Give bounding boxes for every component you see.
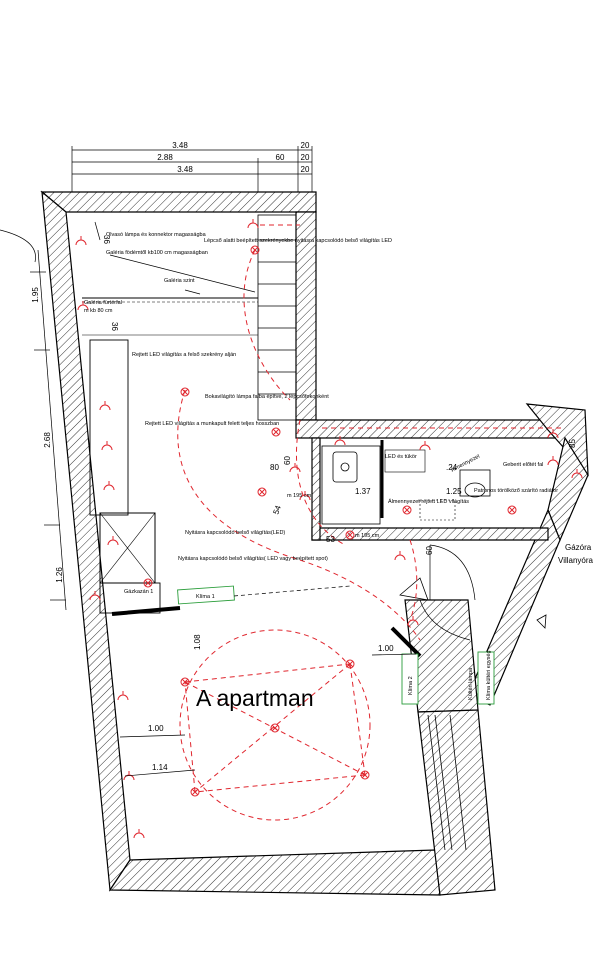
ceiling-light [180, 677, 190, 687]
note-olvaso: Olvasó lámpa és konnektor magasságba [106, 232, 207, 238]
note-galeria-fure: Galéria fürtérfal [84, 300, 122, 306]
wall-light [180, 387, 190, 397]
dim-137: 1.37 [355, 487, 371, 496]
staircase [257, 214, 297, 421]
dim-top-20c: 20 [301, 165, 310, 174]
note-klima-kulteri: Klíma kültéri egység [486, 650, 492, 700]
dim-top-20b: 20 [301, 153, 310, 162]
note-galeria-fodem: Galéria födémtől kb100 cm magasságban [106, 250, 208, 256]
light-fixtures [143, 245, 517, 797]
ceiling-light [345, 659, 355, 669]
dim-36b: 36 [110, 322, 119, 331]
dim-85: 85 [568, 439, 577, 448]
note-nyitasra2: Nyitásra kapcsolódó belső világítás( LED… [178, 556, 328, 562]
dim-top-348: 3.48 [172, 141, 188, 150]
inner-dimensions: 36 36 80 60 1.37 .24 1.25 54 53 m 195 cm… [102, 235, 577, 777]
wall-light [345, 530, 355, 540]
dim-125: 1.25 [446, 487, 462, 496]
dim-top-60: 60 [276, 153, 285, 162]
dim-left-126: 1.26 [55, 567, 64, 583]
gallery-edge [82, 297, 258, 336]
note-galeria-szint: Galéria szint [164, 278, 195, 284]
note-geberit: Geberit előtét fal [503, 462, 543, 468]
dim-m195b: m 195 cm [355, 533, 380, 539]
ceiling-light [190, 787, 200, 797]
note-patronos: Patronos törölköző szárító radiátor [474, 488, 558, 494]
walls [40, 190, 589, 896]
left-dimension-lines: 1.95 2.68 1.26 [0, 229, 67, 611]
dim-left-268: 2.68 [43, 432, 52, 448]
note-gazkazan: Gázkazán 1 [124, 589, 153, 595]
note-almennyezet2: Álmennyezet rejtett LED világítás [388, 498, 469, 505]
dim-80: 80 [270, 463, 279, 472]
dim-m195a: m 195 cm [287, 493, 312, 499]
annotations: Olvasó lámpa és konnektor magasságba Gal… [84, 232, 594, 700]
wall-light [507, 505, 517, 515]
dim-114: 1.14 [152, 763, 168, 772]
note-bokavilagito: Bokavilágító lámpa falba építve, 2 lépcs… [205, 394, 329, 400]
note-m-kb: m kb 80 cm [84, 308, 113, 314]
ceiling-light [360, 770, 370, 780]
doors [399, 544, 547, 641]
wall-light [143, 578, 153, 588]
note-led-es: LED és tükör [385, 454, 417, 460]
note-lepcso: Lépcső alatti beépített szekrényekbe nyi… [204, 238, 392, 244]
lighting-circuits [177, 224, 565, 821]
wall-light [271, 427, 281, 437]
dim-left-195: 1.95 [31, 287, 40, 303]
apartment-title: A apartman [196, 685, 314, 711]
label-gazora: Gázóra [565, 543, 592, 552]
dim-36a: 36 [102, 235, 111, 244]
note-rejtett2: Rejtett LED világítás a munkapult felett… [145, 421, 279, 427]
dim-top-348b: 3.48 [177, 165, 193, 174]
dim-53: 53 [326, 535, 335, 544]
note-klima-2: Klíma 2 [408, 676, 414, 695]
label-villanyora: Villanyóra [558, 556, 594, 565]
note-rejtett1: Rejtett LED világítás a felső szekrény a… [132, 352, 236, 358]
dim-54: 54 [271, 504, 283, 516]
top-dimension-lines: 3.48 20 2.88 60 20 3.48 20 [71, 141, 313, 195]
wall-sockets [75, 219, 583, 839]
wall-light [250, 245, 260, 255]
note-nyitasra1: Nyitásra kapcsolódó belső világítás(LED) [185, 530, 285, 536]
leader-lines [94, 221, 256, 295]
dim-24: .24 [446, 463, 458, 472]
dim-top-20a: 20 [301, 141, 310, 150]
wall-light [257, 487, 267, 497]
dim-100a: 1.00 [378, 644, 394, 653]
dim-top-288: 2.88 [157, 153, 173, 162]
note-klima: Klíma 1 [196, 594, 215, 600]
dim-100b: 1.00 [148, 724, 164, 733]
bathroom-fixtures [321, 445, 491, 525]
dim-60a: 60 [283, 456, 292, 465]
equipment [177, 585, 495, 705]
note-kulteri: Kültéri lámpa [468, 667, 474, 700]
ceiling-light [270, 723, 280, 733]
klima-1-unit [177, 585, 235, 605]
dim-60b: 60 [425, 546, 434, 555]
outdoor-unit [477, 651, 495, 705]
wall-light [402, 505, 412, 515]
dim-108: 1.08 [193, 634, 202, 650]
